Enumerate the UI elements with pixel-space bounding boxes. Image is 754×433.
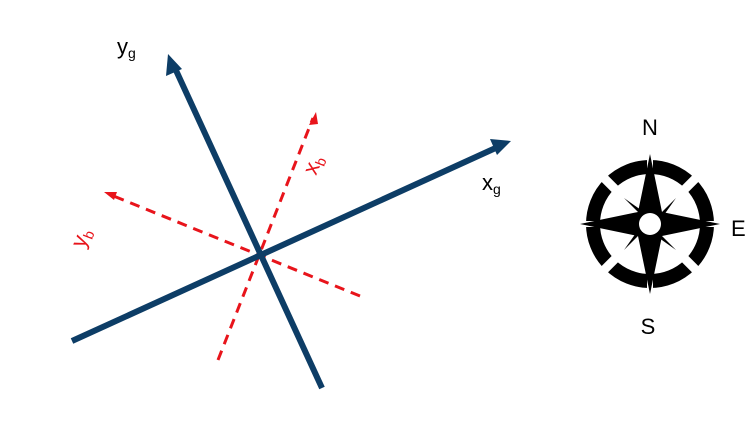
body-x-axis-arrowhead (309, 112, 318, 125)
global-x-axis-arrowhead (490, 139, 511, 155)
compass-rose-icon (580, 154, 720, 294)
body-frame (104, 112, 361, 361)
global-frame (70, 54, 511, 390)
global-y-axis-arrowhead (166, 54, 182, 76)
global-x-axis (70, 143, 502, 344)
global-y-label: yg (117, 34, 136, 61)
body-x-label: xb (297, 151, 329, 179)
body-y-axis (110, 193, 361, 298)
compass-south-label: S (641, 314, 656, 339)
body-y-axis-arrowhead (104, 192, 117, 200)
body-y-label: yb (65, 224, 97, 252)
global-x-label: xg (482, 170, 501, 197)
body-x-axis (216, 117, 315, 361)
compass-north-label: N (642, 115, 658, 140)
compass-east-label: E (731, 216, 746, 241)
global-y-axis (171, 64, 325, 390)
